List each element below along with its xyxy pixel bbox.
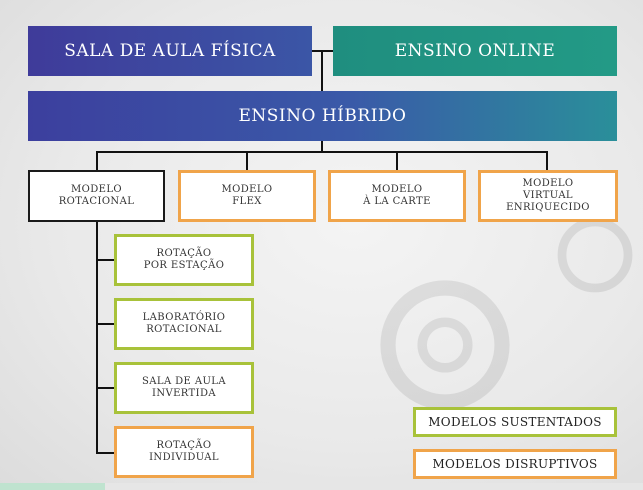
connector-line [96, 259, 114, 261]
legend-sustaining: MODELOS SUSTENTADOS [413, 407, 617, 437]
submodel-station-rotation: ROTAÇÃO POR ESTAÇÃO [114, 234, 254, 286]
connector-line [96, 151, 548, 153]
connector-line [96, 222, 98, 454]
physical-classroom-bar: SALA DE AULA FÍSICA [28, 26, 312, 76]
submodel-individual-rotation: ROTAÇÃO INDIVIDUAL [114, 426, 254, 478]
legend-disruptive: MODELOS DISRUPTIVOS [413, 449, 617, 479]
hybrid-teaching-bar: ENSINO HÍBRIDO [28, 91, 617, 141]
model-a-la-carte: MODELO À LA CARTE [328, 170, 466, 222]
bottom-accent [0, 483, 105, 490]
connector-line [96, 323, 114, 325]
connector-line [546, 151, 548, 171]
bottom-strip [0, 483, 643, 490]
connector-line [321, 141, 323, 153]
connector-line [96, 387, 114, 389]
online-teaching-bar: ENSINO ONLINE [333, 26, 617, 76]
connector-line [96, 151, 98, 171]
background-gear-icon [557, 217, 633, 293]
submodel-flipped-classroom: SALA DE AULA INVERTIDA [114, 362, 254, 414]
connector-line [396, 151, 398, 171]
connector-line [246, 151, 248, 171]
connector-line [321, 51, 323, 91]
background-gear-icon [380, 280, 510, 410]
model-virtual-enriched: MODELO VIRTUAL ENRIQUECIDO [478, 170, 618, 222]
submodel-lab-rotation: LABORATÓRIO ROTACIONAL [114, 298, 254, 350]
model-rotational: MODELO ROTACIONAL [28, 170, 165, 222]
model-flex: MODELO FLEX [178, 170, 316, 222]
connector-line [96, 452, 114, 454]
